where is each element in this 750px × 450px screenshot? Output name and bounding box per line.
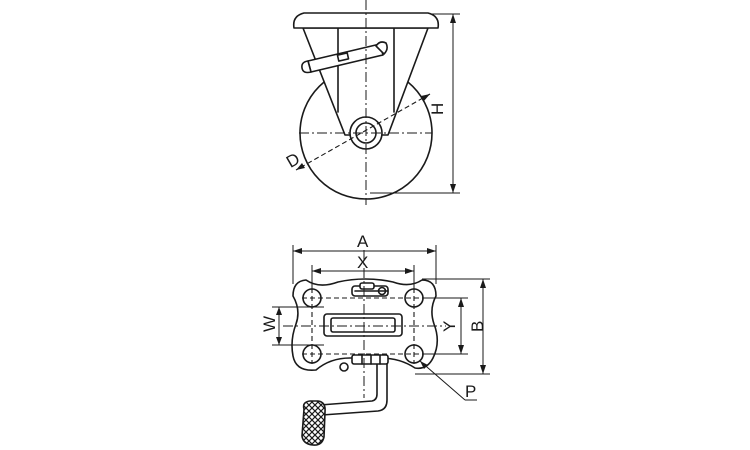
side-view: D H (283, 0, 460, 205)
lever-mechanism-top (351, 282, 389, 297)
bolt-hole-leader (419, 360, 466, 401)
center-slot-outer (323, 313, 403, 337)
lever-mechanism-bottom (339, 354, 389, 372)
plate-width-label: B (468, 321, 487, 332)
height-label: H (428, 103, 447, 115)
center-slot-inner (330, 317, 396, 333)
stopper-lever (301, 41, 388, 74)
wheel-width-label: W (260, 316, 279, 332)
bolt-hole-label: P (465, 382, 476, 401)
stopper-handle-grip (301, 400, 326, 446)
top-view: A X B Y W P (260, 232, 490, 446)
stopper-handle-arm (319, 359, 388, 416)
diameter-line (295, 93, 431, 171)
bolt-pitch-x-label: X (357, 253, 368, 272)
plate-length-label: A (357, 232, 369, 251)
bolt-pitch-y-label: Y (440, 321, 459, 332)
